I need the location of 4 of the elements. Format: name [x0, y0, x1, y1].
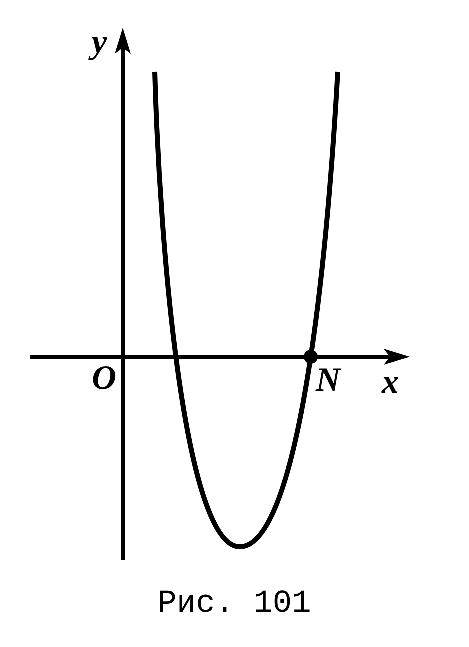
figure-caption: Рис. 101 [156, 588, 312, 620]
axis-label: x [382, 366, 399, 400]
axis-label: N [316, 364, 341, 398]
axis-label: O [92, 362, 117, 396]
